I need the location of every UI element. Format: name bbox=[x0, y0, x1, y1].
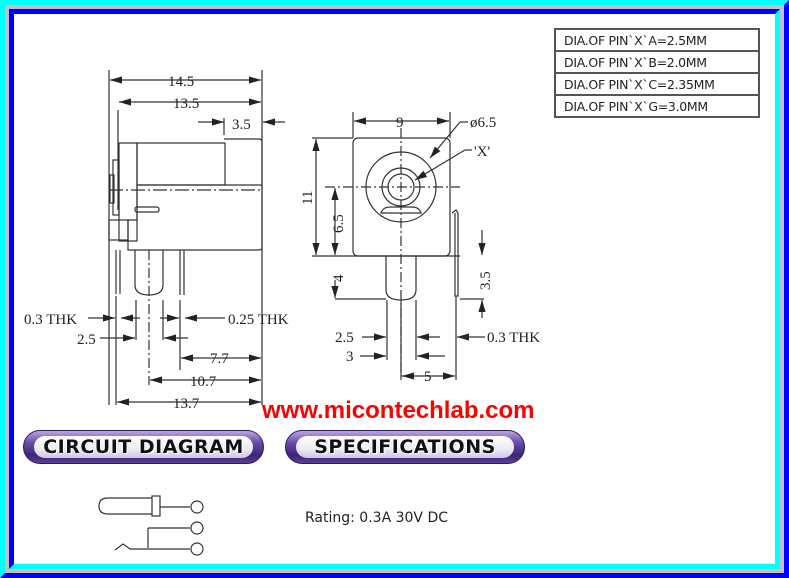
dim-pin-label: 'X' bbox=[474, 144, 491, 160]
dim-left-pin-thk: 0.3 THK bbox=[24, 312, 77, 328]
side-view bbox=[88, 70, 285, 406]
dim-7-7: 7.7 bbox=[210, 351, 229, 367]
pin-c-row: DIA.OF PIN`X`C=2.35MM bbox=[554, 72, 760, 96]
front-view bbox=[312, 112, 486, 380]
pin-g-row: DIA.OF PIN`X`G=3.0MM bbox=[554, 94, 760, 118]
dim-front-pin-thk: 0.3 THK bbox=[487, 330, 540, 346]
pin-diameter-table: DIA.OF PIN`X`A=2.5MM DIA.OF PIN`X`B=2.0M… bbox=[554, 28, 760, 118]
dim-overall-length: 14.5 bbox=[168, 74, 194, 90]
dim-side-pin-length: 3.5 bbox=[478, 271, 494, 290]
circuit-diagram-banner: CIRCUIT DIAGRAM bbox=[23, 430, 264, 464]
dim-diameter: ø6.5 bbox=[470, 115, 496, 131]
frame-grey-band bbox=[5, 5, 784, 573]
specifications-title: SPECIFICATIONS bbox=[314, 436, 496, 458]
rating-text: Rating: 0.3A 30V DC bbox=[305, 510, 448, 526]
dim-right-pin-thk: 0.25 THK bbox=[228, 312, 289, 328]
pin-b-row: DIA.OF PIN`X`B=2.0MM bbox=[554, 50, 760, 74]
dim-pin-offset: 2.5 bbox=[77, 332, 96, 348]
dim-center-height: 6.5 bbox=[331, 214, 347, 233]
circuit-diagram-title: CIRCUIT DIAGRAM bbox=[43, 436, 244, 458]
dim-pin-length: 4 bbox=[331, 274, 347, 282]
dim-10-7: 10.7 bbox=[190, 374, 217, 390]
pin-a-row: DIA.OF PIN`X`A=2.5MM bbox=[554, 28, 760, 52]
dim-pin-spacing: 3 bbox=[346, 349, 354, 365]
specifications-banner: SPECIFICATIONS bbox=[285, 430, 525, 464]
circuit-symbol bbox=[98, 495, 204, 556]
dim-pin-distance: 5 bbox=[424, 369, 432, 385]
website-url[interactable]: www.micontechlab.com bbox=[262, 397, 535, 424]
dim-front-pin-offset: 2.5 bbox=[335, 330, 354, 346]
dim-height: 11 bbox=[300, 191, 316, 205]
dim-front-length: 3.5 bbox=[232, 117, 251, 133]
dim-body-length: 13.5 bbox=[173, 96, 199, 112]
dim-width: 9 bbox=[396, 115, 404, 131]
dim-13-7: 13.7 bbox=[173, 396, 200, 412]
